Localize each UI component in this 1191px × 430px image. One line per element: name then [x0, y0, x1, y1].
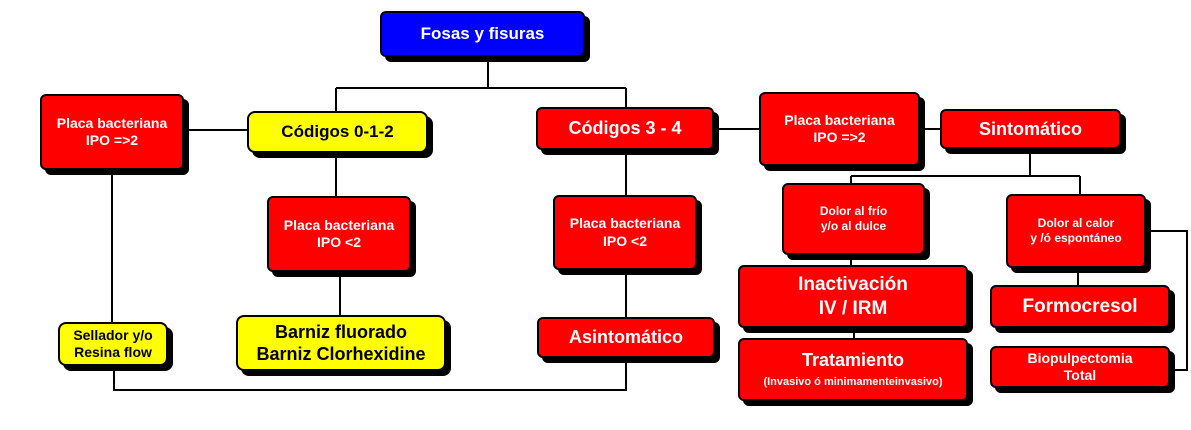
node-placa-bacteriana-ipo-ge2-left: Placa bacteriana IPO =>2 [40, 94, 184, 170]
node-inactivacion: Inactivación IV / IRM [738, 265, 968, 328]
node-placa-right-line1: Placa bacteriana [784, 111, 895, 128]
node-formocresol-label: Formocresol [1022, 295, 1138, 317]
node-placa-right-line2: IPO =>2 [813, 129, 866, 145]
node-codigos-34-label: Códigos 3 - 4 [568, 118, 682, 139]
node-sintomatico-label: Sintomático [978, 118, 1082, 139]
node-tratamiento-line1: Tratamiento [801, 350, 905, 371]
node-dolor-al-frio: Dolor al frío y/o al dulce [782, 183, 925, 255]
node-biopulpectomia-line2: Total [1063, 367, 1097, 383]
node-tratamiento-line2: (Invasivo ó minimamenteinvasivo) [763, 375, 943, 388]
node-placa-bacteriana-ipo-lt2-a: Placa bacteriana IPO <2 [267, 196, 411, 272]
node-placa-mid2-line2: IPO <2 [603, 232, 647, 249]
connector-dolor-calor-to-biopulpectomia [1146, 230, 1188, 371]
node-placa-left-line1: Placa bacteriana [56, 114, 168, 131]
node-biopulpectomia-line1: Biopulpectomia [1027, 349, 1133, 366]
node-sintomatico: Sintomático [940, 109, 1121, 149]
node-dolor-frio-line1: Dolor al frío [819, 204, 888, 218]
node-asintomatico-label: Asintomático [568, 327, 683, 348]
node-inactivacion-line1: Inactivación [798, 273, 908, 295]
node-sellador-line2: Resina flow [74, 344, 152, 360]
node-barniz-line2: Barniz Clorhexidine [256, 344, 426, 364]
node-placa-mid1-line2: IPO <2 [317, 234, 361, 250]
node-placa-left-line2: IPO =>2 [85, 132, 139, 148]
node-formocresol: Formocresol [990, 285, 1170, 328]
node-dolor-frio-line2: y/o al dulce [820, 219, 887, 233]
node-placa-bacteriana-ipo-ge2-right: Placa bacteriana IPO =>2 [759, 92, 920, 166]
node-dolor-calor-line2: y /ó espontáneo [1030, 231, 1122, 245]
node-barniz-line1: Barniz fluorado [274, 321, 407, 342]
node-sellador-resina-flow: Sellador y/o Resina flow [58, 322, 168, 366]
node-placa-bacteriana-ipo-lt2-b: Placa bacteriana IPO <2 [553, 195, 697, 270]
node-dolor-calor-line1: Dolor al calor [1037, 216, 1115, 230]
node-inactivacion-line2: IV / IRM [818, 297, 888, 319]
node-placa-mid2-line1: Placa bacteriana [569, 215, 681, 231]
node-fosas-y-fisuras-label: Fosas y fisuras [420, 24, 545, 44]
node-codigos-012-label: Códigos 0-1-2 [281, 122, 394, 142]
node-placa-mid1-line1: Placa bacteriana [283, 216, 395, 233]
node-sellador-line1: Sellador y/o [73, 326, 153, 343]
node-codigos-012: Códigos 0-1-2 [247, 111, 428, 153]
node-codigos-34: Códigos 3 - 4 [536, 107, 714, 150]
node-biopulpectomia-total: Biopulpectomia Total [990, 346, 1170, 388]
node-tratamiento: Tratamiento (Invasivo ó minimamenteinvas… [738, 338, 968, 401]
node-fosas-y-fisuras: Fosas y fisuras [380, 11, 585, 57]
node-dolor-al-calor: Dolor al calor y /ó espontáneo [1006, 194, 1146, 268]
node-asintomatico: Asintomático [537, 317, 715, 358]
node-barniz: Barniz fluorado Barniz Clorhexidine [236, 315, 446, 371]
connector-bottom-return [113, 358, 627, 391]
